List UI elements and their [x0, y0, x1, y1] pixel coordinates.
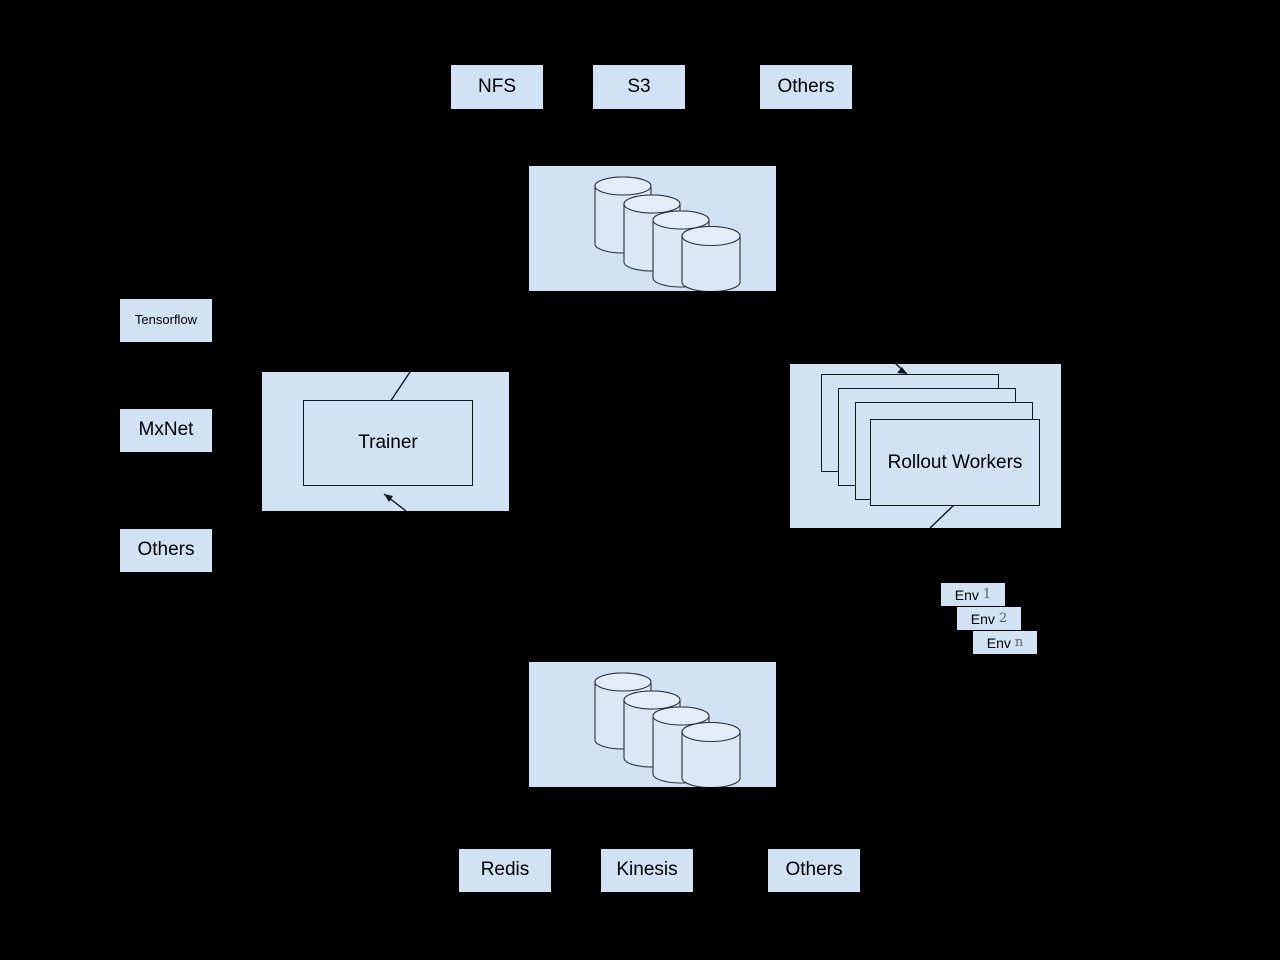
framework-node-others-label: Others — [137, 539, 195, 561]
storage-node-kinesis[interactable]: Kinesis — [601, 849, 693, 892]
trainer-box[interactable]: Trainer — [303, 400, 473, 486]
rollout-workers-panel: Rollout Workers — [790, 364, 1061, 528]
env-chip-1-index: 1 — [982, 587, 992, 602]
framework-node-mxnet-label: MxNet — [138, 419, 194, 441]
env-chip-n-index: n — [1014, 635, 1024, 650]
storage-node-others-bottom[interactable]: Others — [768, 849, 860, 892]
rollout-worker-card-1[interactable]: Rollout Workers — [870, 419, 1040, 506]
trainer-label: Trainer — [358, 431, 418, 453]
database-panel-top — [529, 166, 776, 291]
database-panel-bottom — [529, 662, 776, 787]
env-chip-1-name: Env — [954, 586, 979, 603]
database-cylinder-icon-group-bottom — [594, 672, 741, 787]
framework-node-mxnet[interactable]: MxNet — [120, 409, 212, 452]
framework-node-tensorflow[interactable]: Tensorflow — [120, 299, 212, 342]
storage-node-redis-label: Redis — [480, 859, 530, 881]
env-chip-n-name: Env — [986, 634, 1011, 651]
storage-node-nfs[interactable]: NFS — [451, 65, 543, 109]
trainer-panel: Trainer — [262, 372, 509, 511]
framework-node-others[interactable]: Others — [120, 529, 212, 572]
framework-node-tensorflow-label: Tensorflow — [134, 312, 198, 328]
storage-node-s3[interactable]: S3 — [593, 65, 685, 109]
env-chip-2-index: 2 — [998, 611, 1008, 626]
database-cylinder-icon-group-top — [594, 176, 741, 291]
storage-node-redis[interactable]: Redis — [459, 849, 551, 892]
storage-node-nfs-label: NFS — [478, 75, 516, 97]
storage-node-kinesis-label: Kinesis — [616, 859, 678, 881]
storage-node-others-top[interactable]: Others — [760, 65, 852, 109]
env-chip-2-name: Env — [970, 610, 995, 627]
storage-node-others-top-label: Others — [777, 75, 835, 97]
storage-node-others-bottom-label: Others — [785, 859, 843, 881]
rollout-workers-label: Rollout Workers — [887, 451, 1023, 473]
storage-node-s3-label: S3 — [627, 75, 651, 97]
